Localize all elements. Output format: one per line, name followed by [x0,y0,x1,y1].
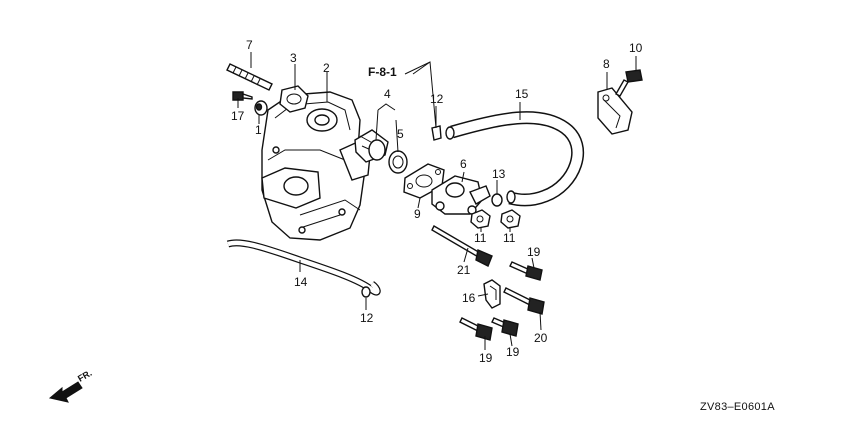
callout-12: 12 [360,311,374,325]
clip-12-part [361,286,371,298]
bolt-21-part [431,225,493,267]
callout-11-left: 11 [474,231,487,245]
front-label: FR. [76,368,94,384]
gasket-part [279,85,309,113]
thermostat-cover-part [431,175,491,215]
callout-15: 14 [294,275,308,289]
bolt-18-part [232,91,253,101]
leader-lines [237,52,637,350]
bolt-19c-part [491,317,519,337]
callout-18: 17 [231,109,245,123]
bolt-19b-part [459,317,493,341]
drawing-code: ZV83–E0601A [700,401,775,413]
nut-11b-part [500,209,521,229]
callout-4: 4 [384,87,391,101]
front-arrow: FR. [48,368,94,403]
callout-1: 1 [255,123,262,137]
callout-2: 2 [323,61,330,75]
tube-15-part [226,239,381,296]
callout-19-upper: 19 [527,245,541,259]
callout-8: 8 [603,57,610,71]
callout-21: 21 [457,263,471,277]
callout-17: 16 [462,291,476,305]
thermostat-part [354,129,389,163]
callout-16: 15 [515,87,529,101]
bolt-19a-part [509,261,543,281]
callout-13: 12 [430,92,444,106]
callout-11-right: 11 [503,231,516,245]
bracket-8-part [597,87,633,135]
callout-7: 9 [414,207,421,221]
bolt-20-part [503,287,545,315]
callout-19-lower-left: 19 [479,351,493,365]
hose-16-part [445,111,585,207]
callout-20: 20 [534,331,548,345]
housing-part [261,91,371,241]
callout-9: 7 [246,38,253,52]
seal-ring-part [388,150,408,174]
clamp-17-part [483,279,501,309]
clip-14-part [491,193,503,207]
callout-19-lower-mid: 19 [506,345,520,359]
callout-10: 10 [629,41,643,55]
bolt-10-part [615,69,643,97]
callout-14: 13 [492,167,506,181]
clip-13-part [431,125,442,141]
stud-bolt-part [226,63,273,91]
callout-3: 3 [290,51,297,65]
callout-6: 6 [460,157,467,171]
callout-labels: 7 3 2 17 1 F-8-1 4 5 12 15 6 13 9 11 11 … [231,38,643,365]
cap-1-part [254,100,268,116]
callout-5: 5 [397,127,404,141]
nut-11a-part [470,209,491,229]
reference-f-8-1: F-8-1 [368,65,397,79]
